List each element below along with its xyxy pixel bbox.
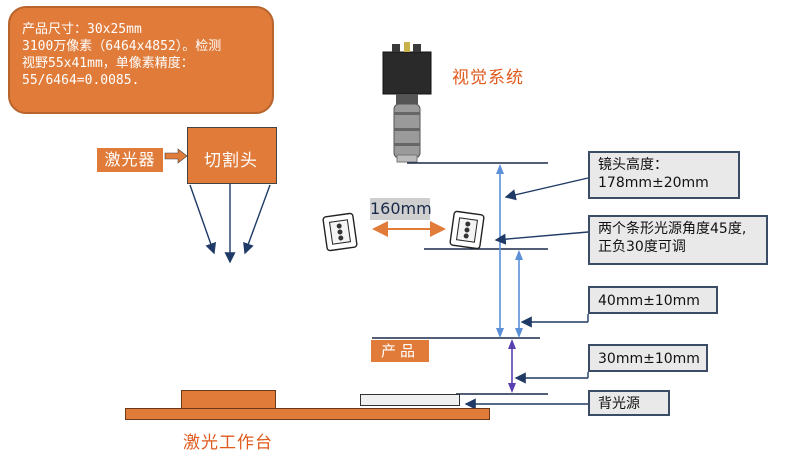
laser-beams — [189, 184, 271, 264]
spec-line-precision: 55/6464=0.0085. — [22, 73, 140, 88]
light-angle-callout: 两个条形光源角度45度, 正负30度可调 — [588, 215, 768, 265]
worktable-label: 激光工作台 — [183, 433, 273, 453]
backlight-gap-callout: 30mm±10mm — [588, 344, 708, 372]
lens-height-title: 镜头高度： — [598, 157, 668, 173]
camera-icon — [382, 42, 432, 163]
lens-height-callout: 镜头高度： 178mm±20mm — [588, 151, 740, 199]
cutting-head — [187, 127, 277, 184]
spec-info-box: 产品尺寸：30x25mm 3100万像素（6464x4852）。检测 视野55x… — [8, 6, 274, 114]
backlight-unit — [360, 394, 460, 406]
product-label: 产品 — [371, 340, 429, 362]
light-angle-line1: 两个条形光源角度45度, — [598, 221, 747, 237]
left-bar-light-icon — [322, 212, 358, 252]
light-distance-label: 160mm — [370, 198, 432, 220]
spec-line-size: 产品尺寸：30x25mm — [22, 22, 142, 37]
spec-line-field: 视野55x41mm，单像素精度： — [22, 56, 194, 71]
backlight-callout: 背光源 — [588, 390, 670, 416]
laser-label: 激光器 — [97, 148, 163, 172]
vision-system-label: 视觉系统 — [452, 68, 524, 88]
spec-line-resolution: 3100万像素（6464x4852）。检测 — [22, 39, 222, 54]
lens-height-value: 178mm±20mm — [598, 175, 709, 191]
callout-leaders — [464, 177, 589, 410]
cutting-head-label: 切割头 — [204, 151, 258, 171]
light-angle-line2: 正负30度可调 — [598, 239, 686, 255]
table-block — [181, 390, 276, 410]
laser-to-cutter-arrow — [164, 148, 188, 164]
laser-worktable — [125, 408, 490, 420]
light-height-callout: 40mm±10mm — [588, 286, 718, 314]
right-bar-light-icon — [449, 210, 485, 250]
